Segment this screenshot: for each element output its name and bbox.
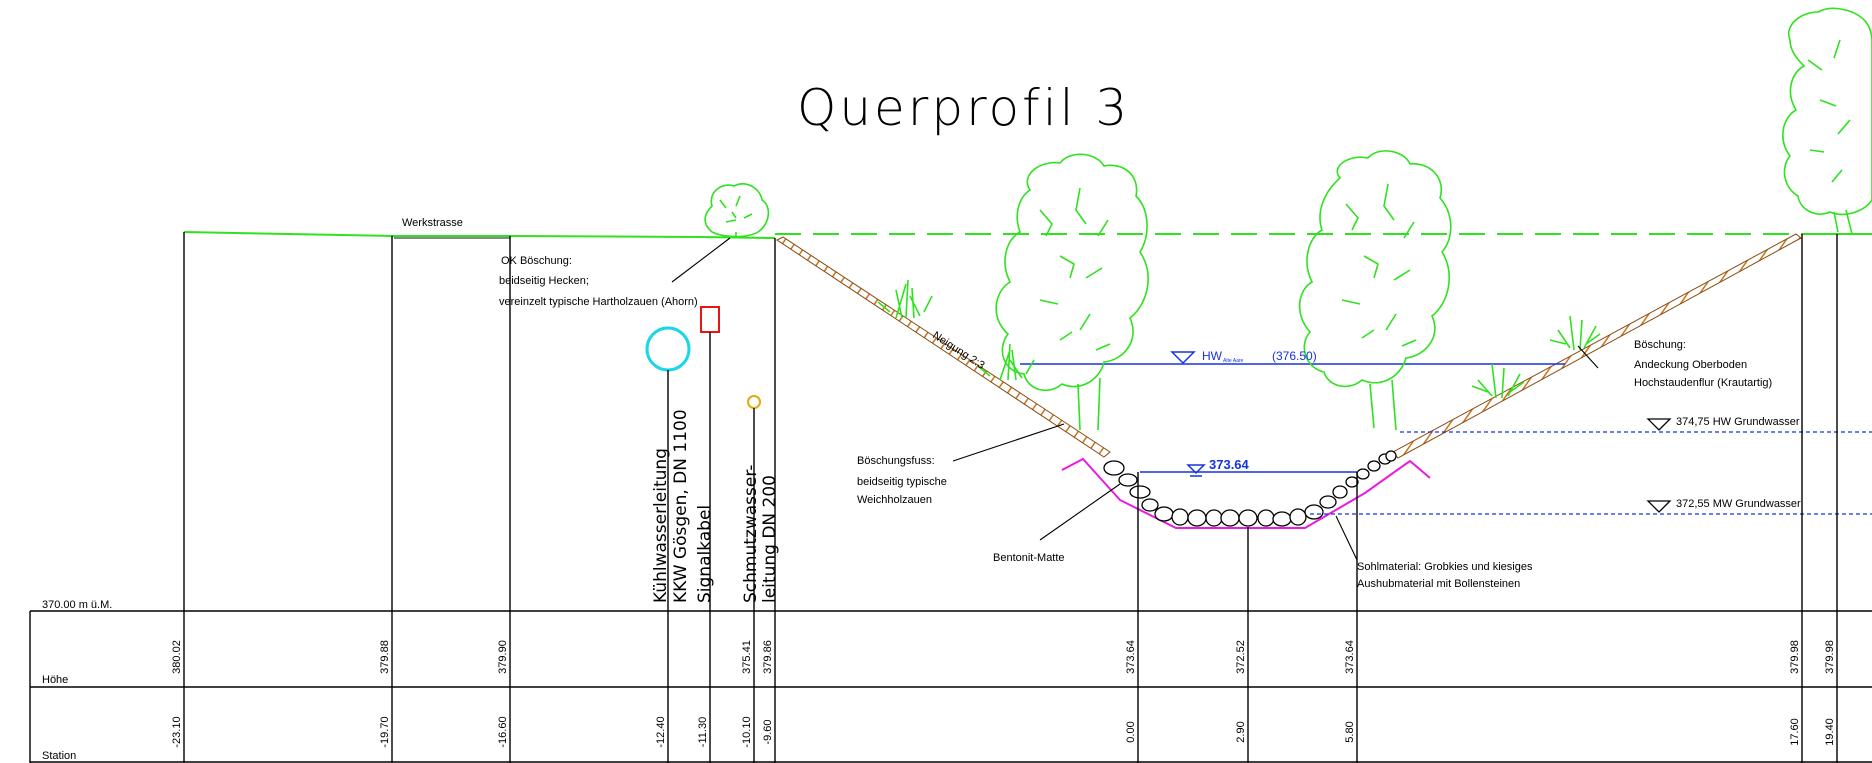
signal-cable-marker: [700, 306, 720, 333]
table-cell-hoehe: 373.64: [1344, 640, 1356, 674]
cooling-pipe-label: Kühlwasserleitung KKW Gösgen, DN 1100: [651, 409, 691, 603]
svg-text:Böschung:: Böschung:: [1634, 339, 1686, 351]
tree-icon-right-edge: [1782, 7, 1872, 235]
reed-icon-right-upper: [1549, 315, 1601, 351]
bentonite-mat: [1061, 457, 1431, 529]
hw-groundwater-triangle-icon: [1646, 418, 1672, 431]
table-cell-hoehe: 372.52: [1235, 640, 1247, 674]
sewer-pipe: [747, 395, 761, 409]
table-cell-station: -12.40: [655, 716, 667, 747]
table-cell-station: 0.00: [1125, 721, 1137, 742]
svg-text:Sohlmaterial: Grobkies und kie: Sohlmaterial: Grobkies und kiesiges: [1357, 561, 1533, 573]
svg-text:vereinzelt typische Hartholzau: vereinzelt typische Hartholzauen (Ahorn): [499, 296, 698, 308]
mw-groundwater-label: 372,55 MW Grundwasser: [1676, 498, 1801, 510]
slope-label: Neigung 2:3: [930, 329, 986, 371]
table-cell-hoehe: 379.86: [762, 640, 774, 674]
table-cell-station: 5.80: [1344, 721, 1356, 742]
hw-groundwater-label: 374,75 HW Grundwasser: [1676, 416, 1800, 428]
werkstrasse-label: Werkstrasse: [402, 217, 463, 229]
table-cell-station: -19.70: [379, 716, 391, 747]
sewer-pipe-label: Schmutzwasser- leitung DN 200: [741, 465, 780, 603]
water-level-triangle-icon: [1186, 464, 1206, 475]
profile-table-frame: [29, 610, 1872, 763]
table-cell-station: -16.60: [497, 716, 509, 747]
tree-icon-left-large: [995, 153, 1149, 431]
riverbed-stones: [1103, 450, 1397, 527]
svg-text:OK Böschung:: OK Böschung:: [501, 255, 572, 267]
drawing-title: Querprofil 3: [797, 79, 1130, 137]
table-cell-station: -9.60: [762, 719, 774, 744]
mw-groundwater-triangle-icon: [1646, 500, 1672, 513]
svg-text:Alte Aare: Alte Aare: [1223, 358, 1244, 364]
station-lines: [183, 232, 1838, 763]
svg-text:beidseitig Hecken;: beidseitig Hecken;: [499, 275, 589, 287]
table-cell-station: -11.30: [697, 717, 709, 747]
cooling-water-pipe: [645, 326, 691, 372]
boeschung-right-note: Böschung: Andeckung Oberboden Hochstaude…: [1634, 339, 1772, 389]
table-cell-hoehe: 379.98: [1789, 640, 1801, 674]
water-level-label: 373.64: [1209, 457, 1250, 472]
table-cell-hoehe: 379.98: [1824, 640, 1836, 674]
table-cell-station: 17.60: [1789, 718, 1801, 746]
hw-alte-aare-label: HW Alte Aare (376.50): [1202, 349, 1317, 364]
row-label-station: Station: [42, 750, 76, 762]
svg-text:beidseitig typische: beidseitig typische: [857, 476, 947, 488]
reed-icon-right-lower: [1471, 363, 1525, 399]
svg-text:Andeckung Oberboden: Andeckung Oberboden: [1634, 359, 1747, 371]
table-cell-hoehe: 379.88: [379, 640, 391, 674]
svg-text:KKW Gösgen, DN 1100: KKW Gösgen, DN 1100: [671, 409, 691, 603]
boeschungsfuss-note: Böschungsfuss: beidseitig typische Weich…: [857, 455, 947, 506]
tree-icon-hedge: [704, 183, 770, 238]
reed-icon-left-lower: [977, 343, 1035, 381]
svg-text:(376.50): (376.50): [1272, 349, 1317, 363]
svg-text:leitung DN 200: leitung DN 200: [760, 475, 780, 603]
svg-text:Schmutzwasser-: Schmutzwasser-: [741, 465, 761, 603]
embankment-left: [776, 236, 1111, 458]
svg-text:Aushubmaterial mit Bollenstein: Aushubmaterial mit Bollensteinen: [1357, 578, 1520, 590]
table-cell-hoehe: 373.64: [1125, 640, 1137, 674]
hw-triangle-icon: [1170, 351, 1196, 365]
bentonit-label: Bentonit-Matte: [993, 552, 1065, 564]
tree-icon-center-large: [1298, 150, 1452, 431]
svg-text:Kühlwasserleitung: Kühlwasserleitung: [651, 448, 671, 603]
reed-icon-left-upper: [877, 279, 933, 319]
svg-text:HW: HW: [1202, 349, 1223, 363]
datum-label: 370.00 m ü.M.: [42, 599, 112, 611]
svg-text:Böschungsfuss:: Böschungsfuss:: [857, 455, 935, 467]
svg-text:Hochstaudenflur (Krautartig): Hochstaudenflur (Krautartig): [1634, 377, 1772, 389]
table-cell-hoehe: 375.41: [741, 640, 753, 674]
table-cell-station: 2.90: [1235, 721, 1247, 742]
table-values: 380.02 -23.10 379.88 -19.70 379.90 -16.60 -12.…: [171, 640, 1836, 747]
table-cell-hoehe: 379.90: [497, 640, 509, 674]
table-cell-hoehe: 380.02: [171, 640, 183, 674]
ok-boeschung-note: OK Böschung: beidseitig Hecken; vereinze…: [499, 255, 698, 308]
table-cell-station: -23.10: [171, 716, 183, 747]
signal-cable-label: Signalkabel: [695, 505, 715, 603]
table-cell-station: -10.10: [741, 716, 753, 747]
svg-text:Weichholzauen: Weichholzauen: [857, 494, 932, 506]
row-label-hoehe: Höhe: [42, 674, 68, 686]
leader-lines: [671, 237, 1599, 561]
sohlmaterial-note: Sohlmaterial: Grobkies und kiesiges Aush…: [1357, 561, 1533, 590]
table-cell-station: 19.40: [1824, 718, 1836, 746]
